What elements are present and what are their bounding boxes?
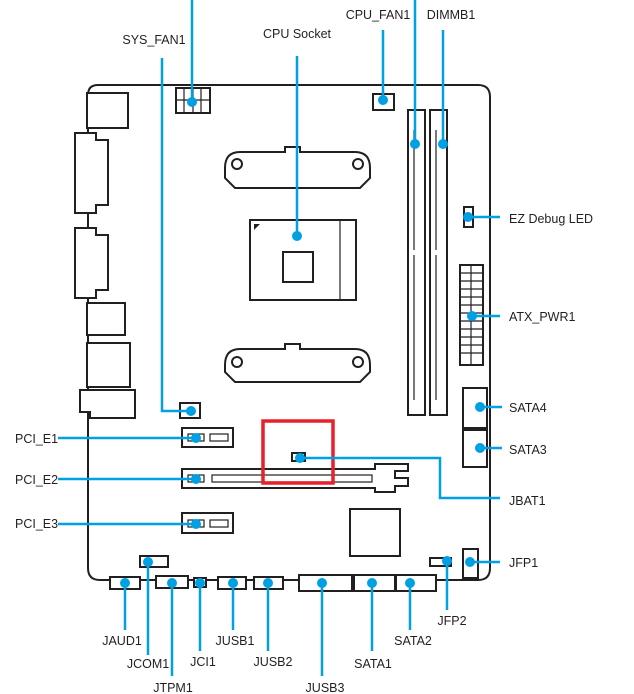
label-jusb3: JUSB3: [306, 681, 345, 694]
leader-lines: [58, 0, 502, 676]
label-atx-pwr1: ATX_PWR1: [509, 310, 575, 324]
label-jcom1: JCOM1: [127, 657, 169, 671]
label-ez-debug-led: EZ Debug LED: [509, 212, 593, 226]
label-jbat1: JBAT1: [509, 494, 546, 508]
label-jtpm1: JTPM1: [153, 681, 193, 694]
rear-io-panel: [74, 92, 136, 419]
label-sata4: SATA4: [509, 401, 547, 415]
label-sata3: SATA3: [509, 443, 547, 457]
label-sata2: SATA2: [394, 634, 432, 648]
label-pci-e2: PCI_E2: [15, 473, 58, 487]
label-sata1: SATA1: [354, 657, 392, 671]
label-pci-e3: PCI_E3: [15, 517, 58, 531]
label-dimmb1: DIMMB1: [427, 8, 476, 22]
highlight-box-jbat1: [261, 419, 335, 485]
chipset: [349, 508, 401, 557]
label-jci1: JCI1: [190, 655, 216, 669]
cpu-socket: [249, 219, 357, 301]
label-cpu-fan1: CPU_FAN1: [346, 8, 411, 22]
label-jusb1: JUSB1: [216, 634, 255, 648]
label-sys-fan1: SYS_FAN1: [122, 33, 185, 47]
pcie-slots: [181, 427, 409, 534]
board-outline: [87, 84, 491, 581]
label-cpu-socket: CPU Socket: [263, 27, 332, 41]
label-jaud1: JAUD1: [102, 634, 142, 648]
label-pci-e1: PCI_E1: [15, 432, 58, 446]
dimm-slots: [407, 109, 448, 416]
label-jfp2: JFP2: [437, 614, 466, 628]
label-jfp1: JFP1: [509, 556, 538, 570]
label-jusb2: JUSB2: [254, 655, 293, 669]
